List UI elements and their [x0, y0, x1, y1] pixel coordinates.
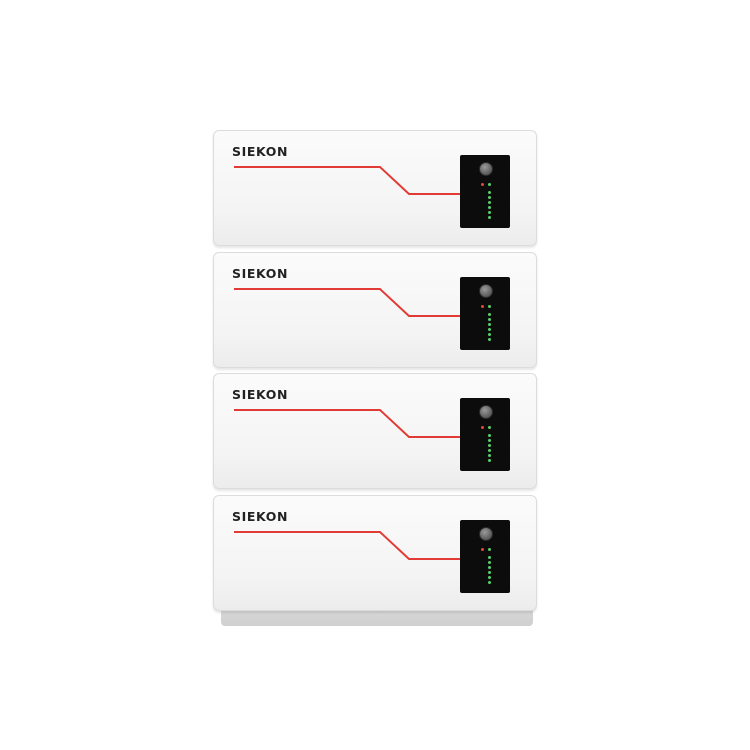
- power-button[interactable]: [479, 162, 493, 176]
- control-panel: [460, 520, 510, 593]
- brand-logo: SIEKON: [232, 144, 289, 159]
- battery-module-2: SIEKON: [213, 252, 537, 368]
- alarm-led: [481, 183, 484, 186]
- red-accent-stripe: [234, 409, 460, 438]
- alarm-led: [481, 305, 484, 308]
- run-led: [488, 305, 491, 308]
- control-panel: [460, 277, 510, 350]
- red-accent-stripe: [234, 288, 460, 317]
- power-button[interactable]: [479, 405, 493, 419]
- battery-module-3: SIEKON: [213, 373, 537, 489]
- control-panel: [460, 155, 510, 228]
- battery-module-1: SIEKON: [213, 130, 537, 246]
- run-led: [488, 183, 491, 186]
- state-of-charge-leds: [488, 191, 491, 219]
- run-led: [488, 426, 491, 429]
- state-of-charge-leds: [488, 313, 491, 341]
- control-panel: [460, 398, 510, 471]
- power-button[interactable]: [479, 527, 493, 541]
- alarm-led: [481, 548, 484, 551]
- battery-stack-base: [221, 606, 533, 626]
- brand-logo: SIEKON: [232, 509, 289, 524]
- red-accent-stripe: [234, 166, 460, 195]
- run-led: [488, 548, 491, 551]
- state-of-charge-leds: [488, 434, 491, 462]
- alarm-led: [481, 426, 484, 429]
- state-of-charge-leds: [488, 556, 491, 584]
- battery-module-4: SIEKON: [213, 495, 537, 611]
- brand-logo: SIEKON: [232, 387, 289, 402]
- brand-logo: SIEKON: [232, 266, 289, 281]
- power-button[interactable]: [479, 284, 493, 298]
- red-accent-stripe: [234, 531, 460, 560]
